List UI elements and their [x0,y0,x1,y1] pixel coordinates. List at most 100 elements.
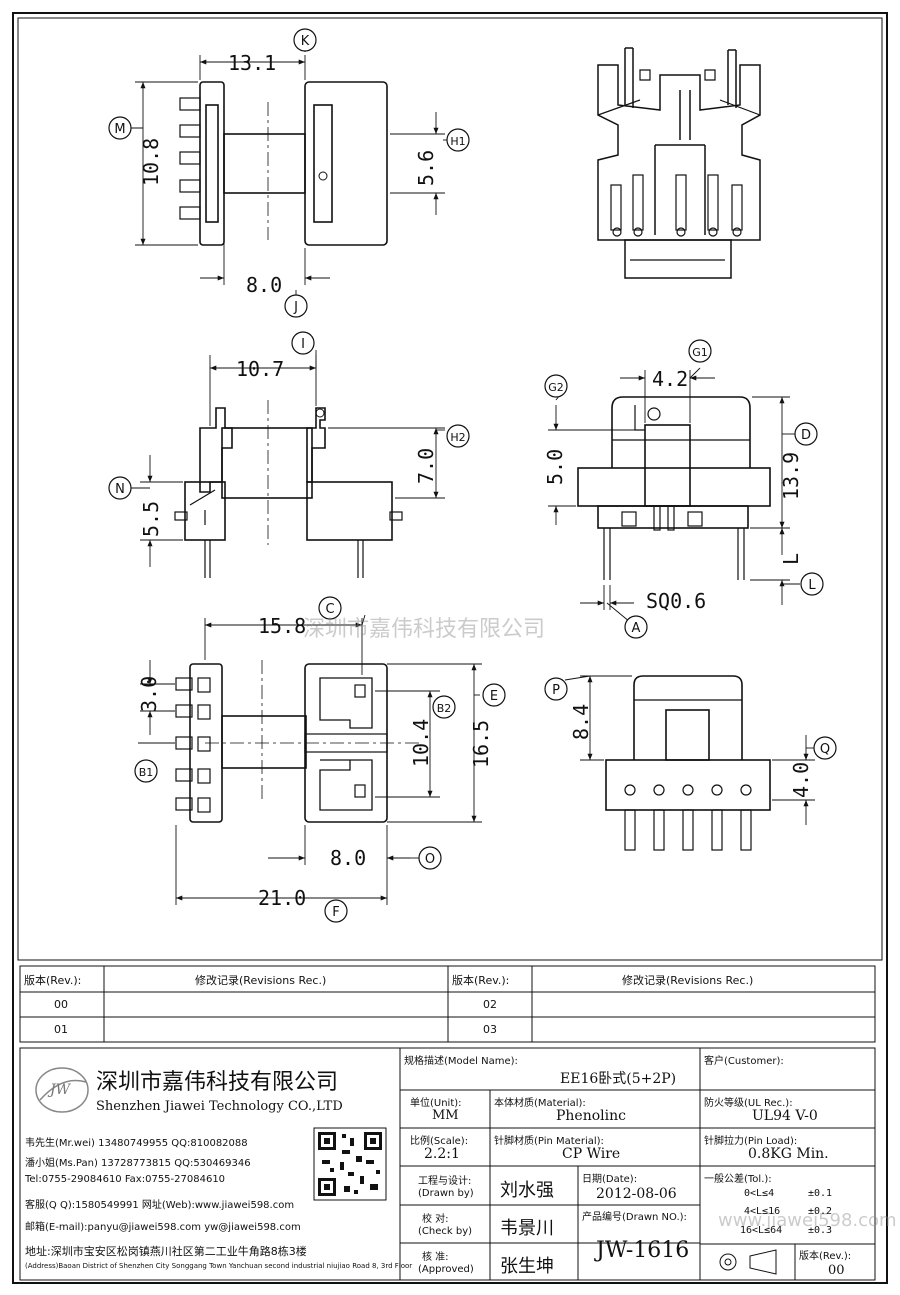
approve-value: 张生坤 [500,1256,554,1277]
callout-d: D [801,428,811,443]
tol-value-1: ±0.2 [808,1206,833,1217]
callout-i: I [301,337,305,352]
drawno-label: 产品编号(Drawn NO.): [582,1212,687,1223]
callout-b1: B1 [139,766,154,779]
rev-header-1: 版本(Rev.): [24,974,82,987]
contact-0: 韦先生(Mr.wei) 13480749955 QQ:810082088 [25,1138,248,1149]
rev-row-0: 00 [54,998,68,1011]
unit-label: 单位(Unit): [410,1098,462,1109]
model-label: 规格描述(Model Name): [404,1056,518,1067]
check-label-en: (Check by) [418,1226,473,1237]
contact-1: 潘小姐(Ms.Pan) 13728773815 QQ:530469346 [25,1158,251,1169]
approve-label: 核 准: [422,1252,449,1263]
tol-range-1: 4<L≤16 [744,1206,781,1217]
model-value: EE16卧式(5+2P) [560,1071,677,1087]
scale-label: 比例(Scale): [410,1136,469,1147]
address-en: (Address)Baoan District of Shenzhen City… [25,1262,413,1270]
watermark: 深圳市嘉伟科技有限公司 [303,617,546,642]
drawn-value: 刘水强 [500,1180,554,1201]
drawn-label-en: (Drawn by) [418,1188,474,1199]
date-label: 日期(Date): [582,1174,638,1185]
dim-j: 8.0 [246,273,282,297]
rev-value: 00 [828,1263,845,1278]
check-label: 校 对: [422,1214,449,1225]
dim-p: 8.4 [569,704,593,740]
callout-l: L [808,578,816,593]
callout-k: K [301,34,310,49]
company-name-en: Shenzhen Jiawei Technology CO.,LTD [96,1099,343,1114]
material-label: 本体材质(Material): [494,1098,586,1109]
callout-p: P [552,683,560,698]
dim-m: 10.8 [139,138,163,186]
date-value: 2012-08-06 [596,1186,677,1202]
perspective-view [597,47,761,279]
watermark-url: www.jiawei598.com [718,1210,897,1231]
rev-row-1: 01 [54,1023,68,1036]
dim-h2: 7.0 [414,448,438,484]
qr-code [313,1127,387,1201]
dim-e: 16.5 [469,720,493,768]
sheet-border [12,12,888,1284]
dim-q: 4.0 [789,762,813,798]
dim-g1: 4.2 [652,367,688,391]
rev-row-0-b: 02 [483,998,497,1011]
drawno-value: JW-1616 [596,1238,690,1263]
callout-e: E [490,689,498,704]
callout-a: A [632,621,641,636]
customer-label: 客户(Customer): [704,1056,784,1067]
ul-value: UL94 V-0 [752,1108,818,1124]
front-view [548,367,800,623]
logo-text: JW [47,1082,72,1098]
dim-l: L [779,553,803,565]
dim-o: 8.0 [330,846,366,870]
dim-f: 21.0 [258,886,306,910]
rev-header-2: 版本(Rev.): [452,974,510,987]
callout-q: Q [820,742,830,757]
dim-a: SQ0.6 [646,589,706,613]
dim-d: 13.9 [779,452,803,500]
unit-value: MM [432,1108,459,1123]
callout-f: F [332,905,339,920]
tol-range-2: 16<L≤64 [740,1225,783,1236]
load-value: 0.8KG Min. [748,1146,829,1162]
callout-h2: H2 [450,431,465,444]
pin-label: 针脚材质(Pin Material): [494,1136,604,1147]
drawn-label: 工程与设计: [418,1176,472,1187]
end-view [564,675,815,851]
tol-value-2: ±0.3 [808,1225,833,1236]
callout-circles [108,28,837,923]
callout-c: C [325,602,334,617]
title-block [19,1047,876,1281]
revision-table [19,965,876,1043]
contact-4: 邮箱(E-mail):panyu@jiawei598.com yw@jiawei… [25,1222,301,1233]
dim-b2: 10.4 [409,719,433,767]
contact-3: 客服(Q Q):1580549991 网址(Web):www.jiawei598… [25,1200,295,1211]
rec-header-2: 修改记录(Revisions Rec.) [622,974,754,987]
callout-b2: B2 [437,702,452,715]
callout-n: N [115,482,125,497]
pin-value: CP Wire [562,1146,621,1162]
side-view [130,350,445,578]
bottom-view [138,614,482,905]
dim-c: 15.8 [258,614,306,638]
rev-label: 版本(Rev.): [799,1251,852,1262]
rec-header-1: 修改记录(Revisions Rec.) [195,974,327,987]
drawing-frame [17,17,883,961]
contact-2: Tel:0755-29084610 Fax:0755-27084610 [25,1174,226,1185]
approve-label-en: (Approved) [418,1264,474,1275]
top-view [126,45,448,296]
material-value: Phenolinc [556,1108,626,1124]
dim-n: 5.5 [139,501,163,537]
rev-row-1-b: 03 [483,1023,497,1036]
callout-m: M [114,122,125,137]
ul-label: 防火等级(UL Rec.): [704,1098,793,1109]
dim-g2: 5.0 [543,449,567,485]
company-name-cn: 深圳市嘉伟科技有限公司 [96,1070,339,1095]
callout-h1: H1 [450,135,465,148]
load-label: 针脚拉力(Pin Load): [704,1136,798,1147]
dim-i: 10.7 [236,357,284,381]
check-value: 韦景川 [500,1218,554,1239]
callout-g2: G2 [548,381,564,394]
scale-value: 2.2:1 [424,1146,460,1162]
